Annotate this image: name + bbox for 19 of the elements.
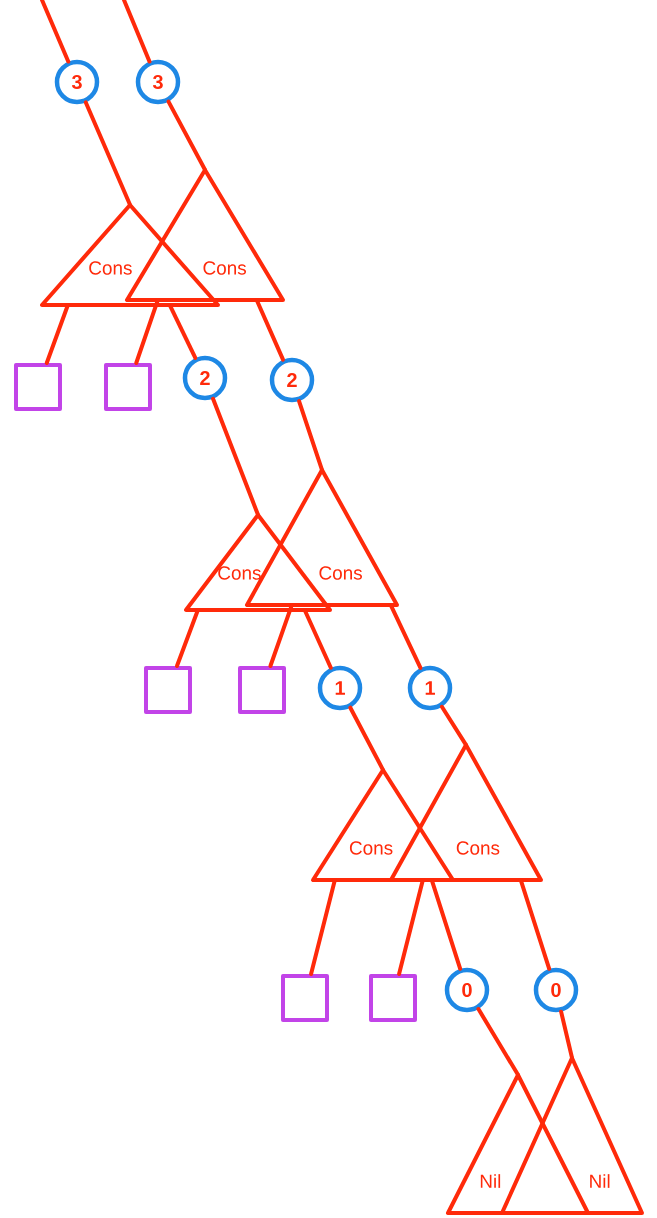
connector-line bbox=[166, 99, 207, 172]
connector-line bbox=[83, 100, 132, 207]
square bbox=[144, 666, 192, 714]
cons-triangle: Cons bbox=[311, 768, 455, 882]
connector-line bbox=[476, 1007, 520, 1077]
connector-line bbox=[559, 1009, 574, 1060]
connector-line bbox=[122, 0, 152, 64]
connector-line bbox=[348, 705, 385, 772]
connector-line bbox=[211, 396, 260, 517]
connector-line bbox=[439, 704, 468, 747]
square bbox=[14, 363, 62, 411]
square bbox=[369, 974, 417, 1022]
square bbox=[238, 666, 286, 714]
square bbox=[104, 363, 152, 411]
square bbox=[281, 974, 329, 1022]
connector-line bbox=[297, 399, 324, 472]
cons-triangle: Nil bbox=[446, 1073, 590, 1215]
cons-triangle: Nil bbox=[500, 1056, 644, 1215]
connector-line bbox=[40, 0, 71, 64]
